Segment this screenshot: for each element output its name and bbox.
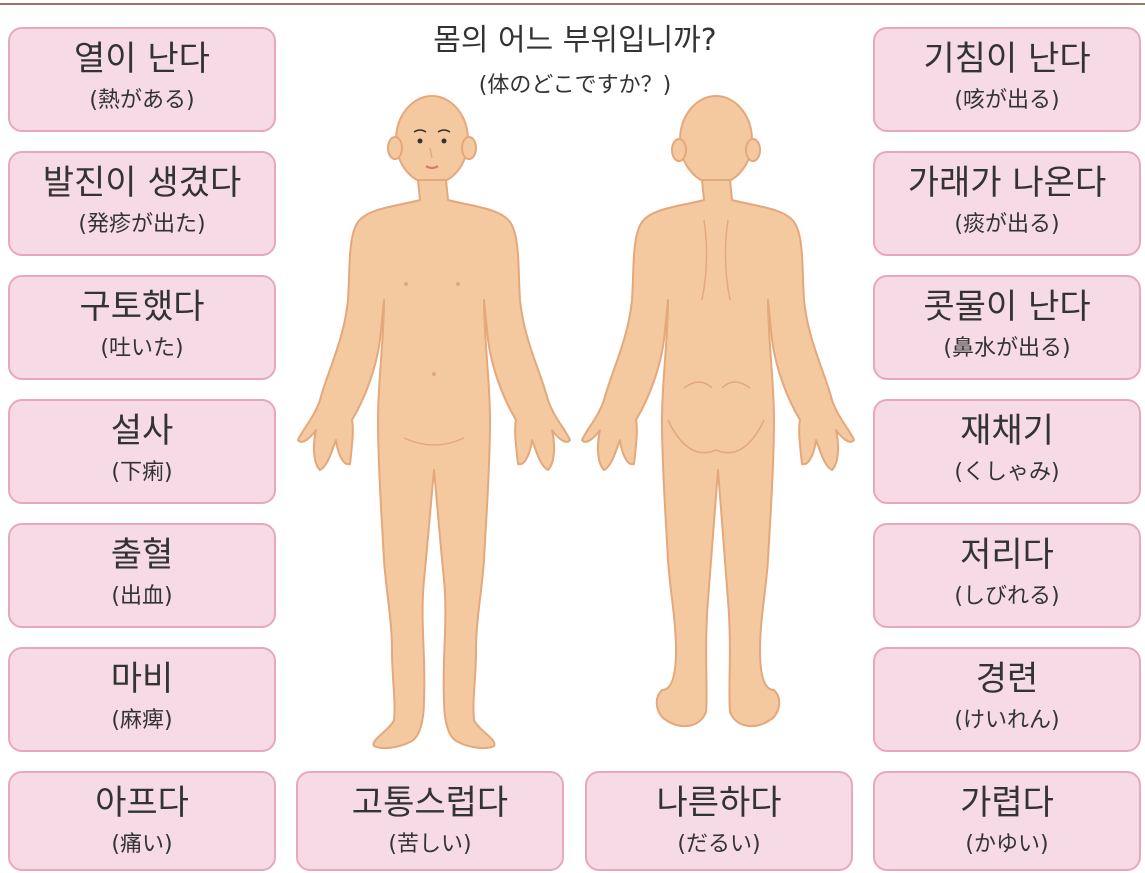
symptom-card-numbness[interactable]: 저리다 (しびれる) bbox=[873, 523, 1141, 628]
human-body-front-icon[interactable] bbox=[297, 95, 571, 750]
symptom-korean: 설사 bbox=[110, 411, 174, 451]
symptom-japanese: (熱がある) bbox=[89, 88, 195, 113]
symptom-card-convulsion[interactable]: 경련 (けいれん) bbox=[873, 647, 1141, 752]
symptom-korean: 출혈 bbox=[110, 535, 174, 575]
symptom-japanese: (痰が出る) bbox=[954, 212, 1060, 237]
symptom-korean: 기침이 난다 bbox=[923, 39, 1091, 79]
symptom-japanese: (吐いた) bbox=[100, 336, 184, 361]
symptom-card-paralysis[interactable]: 마비 (麻痺) bbox=[8, 647, 276, 752]
symptom-japanese: (だるい) bbox=[677, 832, 761, 857]
symptom-card-distressed[interactable]: 고통스럽다 (苦しい) bbox=[296, 771, 564, 871]
symptom-korean: 열이 난다 bbox=[74, 39, 210, 79]
symptom-japanese: (下痢) bbox=[111, 460, 173, 485]
symptom-card-rash[interactable]: 발진이 생겼다 (発疹が出た) bbox=[8, 151, 276, 256]
symptom-japanese: (発疹が出た) bbox=[78, 212, 206, 237]
symptom-korean: 마비 bbox=[110, 659, 174, 699]
symptom-card-fever[interactable]: 열이 난다 (熱がある) bbox=[8, 27, 276, 132]
symptom-card-bleeding[interactable]: 출혈 (出血) bbox=[8, 523, 276, 628]
symptom-korean: 경련 bbox=[975, 659, 1039, 699]
symptom-japanese: (苦しい) bbox=[388, 832, 472, 857]
title-korean: 몸의 어느 부위입니까? bbox=[433, 23, 717, 58]
symptom-japanese: (鼻水が出る) bbox=[943, 336, 1071, 361]
symptom-japanese: (痛い) bbox=[111, 832, 173, 857]
symptom-card-pain[interactable]: 아프다 (痛い) bbox=[8, 771, 276, 871]
symptom-card-phlegm[interactable]: 가래가 나온다 (痰が出る) bbox=[873, 151, 1141, 256]
top-rule bbox=[0, 3, 1145, 5]
symptom-japanese: (くしゃみ) bbox=[954, 460, 1060, 485]
symptom-japanese: (麻痺) bbox=[111, 708, 173, 733]
symptom-korean: 나른하다 bbox=[656, 783, 782, 823]
symptom-korean: 구토했다 bbox=[79, 287, 205, 327]
symptom-japanese: (咳が出る) bbox=[954, 88, 1060, 113]
symptom-card-diarrhea[interactable]: 설사 (下痢) bbox=[8, 399, 276, 504]
symptom-japanese: (出血) bbox=[111, 584, 173, 609]
symptom-japanese: (しびれる) bbox=[954, 584, 1060, 609]
symptom-korean: 재채기 bbox=[960, 411, 1054, 451]
symptom-korean: 콧물이 난다 bbox=[923, 287, 1091, 327]
symptom-card-runny-nose[interactable]: 콧물이 난다 (鼻水が出る) bbox=[873, 275, 1141, 380]
symptom-card-cough[interactable]: 기침이 난다 (咳が出る) bbox=[873, 27, 1141, 132]
symptom-card-sluggish[interactable]: 나른하다 (だるい) bbox=[585, 771, 853, 871]
symptom-card-vomit[interactable]: 구토했다 (吐いた) bbox=[8, 275, 276, 380]
symptom-korean: 저리다 bbox=[960, 535, 1054, 575]
symptom-korean: 가래가 나온다 bbox=[907, 163, 1107, 203]
symptom-card-itchy[interactable]: 가렵다 (かゆい) bbox=[873, 771, 1141, 871]
symptom-korean: 고통스럽다 bbox=[351, 783, 509, 823]
symptom-card-sneeze[interactable]: 재채기 (くしゃみ) bbox=[873, 399, 1141, 504]
title-japanese: (体のどこですか？) bbox=[478, 73, 672, 98]
symptom-japanese: (けいれん) bbox=[954, 708, 1060, 733]
symptom-korean: 발진이 생겼다 bbox=[42, 163, 242, 203]
symptom-korean: 아프다 bbox=[95, 783, 189, 823]
question-title: 몸의 어느 부위입니까? (体のどこですか？) bbox=[360, 22, 790, 100]
symptom-korean: 가렵다 bbox=[960, 783, 1054, 823]
symptom-japanese: (かゆい) bbox=[965, 832, 1049, 857]
human-body-back-icon[interactable] bbox=[581, 95, 855, 728]
